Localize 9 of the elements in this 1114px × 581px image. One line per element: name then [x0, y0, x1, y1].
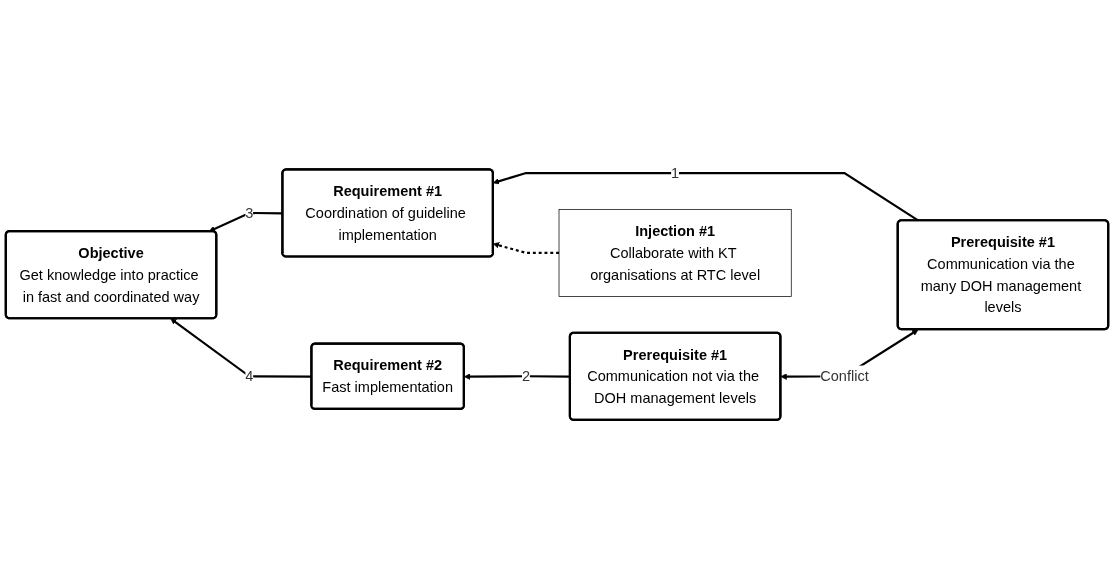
- edge-label: 4: [245, 367, 254, 384]
- arrow: [208, 211, 283, 232]
- node-box: Injection #1 Collaborate with KT organisations at RTC level: [558, 208, 792, 297]
- edge-label: 1: [671, 164, 680, 181]
- edge-label: 3: [245, 204, 254, 221]
- arrow: [170, 317, 312, 378]
- edge-label: 2: [521, 367, 530, 384]
- edge-label: Conflict: [820, 367, 869, 384]
- arrow: [492, 241, 559, 254]
